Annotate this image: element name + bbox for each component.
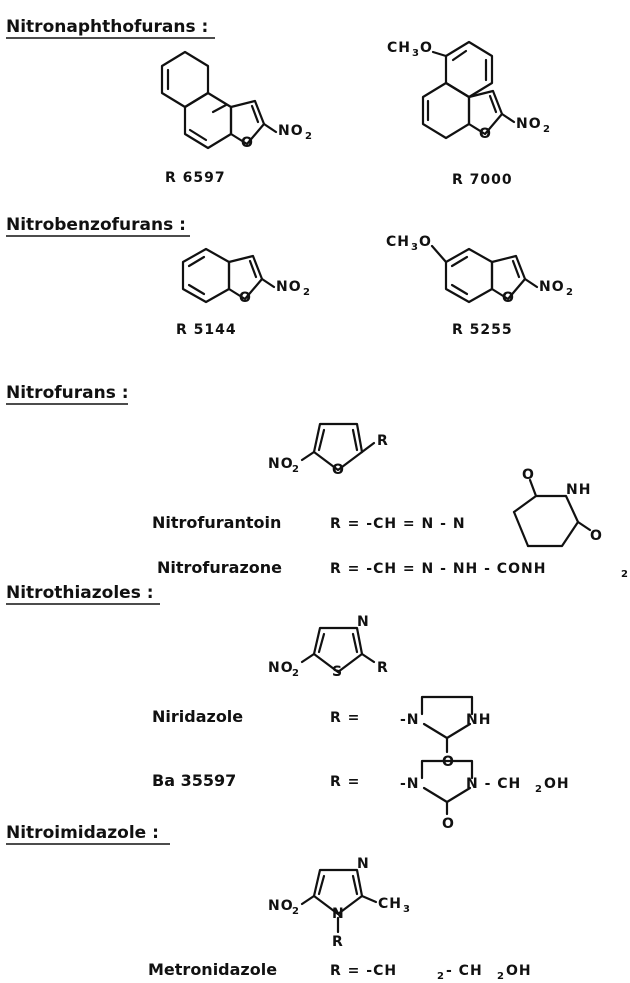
atom-s-thiazole: S bbox=[332, 664, 343, 680]
methoxy-sub-r5255: 3 bbox=[411, 242, 418, 253]
methoxy-o-r7000: O bbox=[420, 40, 433, 56]
atom-n3-imidazole: N bbox=[357, 856, 370, 872]
nitro-nitrofuran: NO bbox=[268, 456, 294, 472]
structure-r7000: CH 3 O O NO 2 bbox=[387, 40, 550, 142]
ba35597-o: O bbox=[442, 816, 455, 832]
code-r6597: R 6597 bbox=[165, 170, 226, 186]
hydantoin-o-top: O bbox=[522, 467, 535, 483]
name-ba35597: Ba 35597 bbox=[152, 771, 236, 790]
hydantoin-o-right: O bbox=[590, 528, 603, 544]
nitro-sub-r5144: 2 bbox=[303, 287, 310, 298]
hydantoin-ring: O NH O bbox=[512, 467, 603, 548]
methoxy-ch-r7000: CH bbox=[387, 40, 411, 56]
name-nitrofurantoin: Nitrofurantoin bbox=[152, 513, 281, 532]
nitro-r5255: NO bbox=[539, 279, 565, 295]
header-nitrobenzofurans: Nitrobenzofurans : bbox=[6, 215, 186, 235]
nitro-imidazole: NO bbox=[268, 898, 294, 914]
imidazolidinone-ba35597: -N N - CH 2 OH O bbox=[400, 759, 570, 832]
substituent-ba35597: R = bbox=[330, 774, 360, 790]
methyl-sub-imidazole: 3 bbox=[403, 904, 410, 915]
code-r5255: R 5255 bbox=[452, 322, 513, 338]
r-group-nitrofuran: R bbox=[377, 433, 389, 449]
metronidazole-mid: - CH bbox=[446, 963, 483, 979]
imidazolidinone-niridazole: -N NH O bbox=[400, 695, 491, 770]
name-metronidazole: Metronidazole bbox=[148, 960, 277, 979]
nitro-sub-nitrofuran: 2 bbox=[292, 464, 299, 475]
header-nitrothiazoles: Nitrothiazoles : bbox=[6, 583, 154, 603]
nitro-r7000: NO bbox=[516, 116, 542, 132]
substituent-nitrofurantoin: R = -CH = N - N bbox=[330, 516, 466, 532]
nitro-sub-r6597: 2 bbox=[305, 131, 312, 142]
methoxy-sub-r7000: 3 bbox=[412, 48, 419, 59]
nitro-r6597: NO bbox=[278, 123, 304, 139]
nitro-sub-imidazole: 2 bbox=[292, 906, 299, 917]
substituent-nitrofurazone: R = -CH = N - NH - CONH bbox=[330, 561, 546, 577]
name-niridazole: Niridazole bbox=[152, 707, 243, 726]
methoxy-ch-r5255: CH bbox=[386, 234, 410, 250]
structure-r6597: O NO 2 bbox=[160, 50, 312, 151]
structure-r5255: CH 3 O O NO 2 bbox=[386, 234, 573, 306]
niridazole-n: -N bbox=[400, 712, 420, 728]
structure-nitrothiazole-core: N S NO 2 R bbox=[268, 614, 389, 680]
ba35597-n-ch2: N - CH bbox=[466, 776, 521, 792]
methyl-ch-imidazole: CH bbox=[378, 896, 402, 912]
ba35597-n: -N bbox=[400, 776, 420, 792]
atom-o-r5144: O bbox=[239, 290, 252, 306]
substituent-niridazole: R = bbox=[330, 710, 360, 726]
nitro-sub-r7000: 2 bbox=[543, 124, 550, 135]
atom-n1-imidazole: N bbox=[332, 906, 345, 922]
niridazole-nh: NH bbox=[466, 712, 491, 728]
nitro-sub-r5255: 2 bbox=[566, 287, 573, 298]
ba35597-oh: OH bbox=[544, 776, 570, 792]
ba35597-sub: 2 bbox=[535, 784, 542, 795]
structure-nitrofuran-core: O NO 2 R bbox=[268, 422, 389, 478]
structure-nitroimidazole-core: N N NO 2 CH 3 R bbox=[268, 856, 410, 950]
header-nitroimidazole: Nitroimidazole : bbox=[6, 823, 159, 843]
nitro-thiazole: NO bbox=[268, 660, 294, 676]
nitro-sub-thiazole: 2 bbox=[292, 668, 299, 679]
atom-o-r6597: O bbox=[241, 135, 254, 151]
header-nitrofurans: Nitrofurans : bbox=[6, 383, 129, 403]
structure-r5144: O NO 2 bbox=[181, 247, 310, 306]
atom-o-r7000: O bbox=[479, 126, 492, 142]
header-nitronaphthofurans: Nitronaphthofurans : bbox=[6, 17, 208, 37]
atom-o-nitrofuran: O bbox=[332, 462, 345, 478]
substituent-metronidazole: R = -CH bbox=[330, 963, 397, 979]
name-nitrofurazone: Nitrofurazone bbox=[157, 558, 282, 577]
r-group-imidazole: R bbox=[332, 934, 344, 950]
code-r7000: R 7000 bbox=[452, 172, 513, 188]
r-group-thiazole: R bbox=[377, 660, 389, 676]
metronidazole-sub-2: 2 bbox=[497, 971, 504, 982]
hydantoin-nh: NH bbox=[566, 482, 591, 498]
atom-n-thiazole: N bbox=[357, 614, 370, 630]
metronidazole-sub-1: 2 bbox=[437, 971, 444, 982]
methoxy-o-r5255: O bbox=[419, 234, 432, 250]
substituent-nitrofurazone-sub: 2 bbox=[621, 569, 628, 580]
metronidazole-oh: OH bbox=[506, 963, 532, 979]
atom-o-r5255: O bbox=[502, 290, 515, 306]
nitro-r5144: NO bbox=[276, 279, 302, 295]
code-r5144: R 5144 bbox=[176, 322, 237, 338]
